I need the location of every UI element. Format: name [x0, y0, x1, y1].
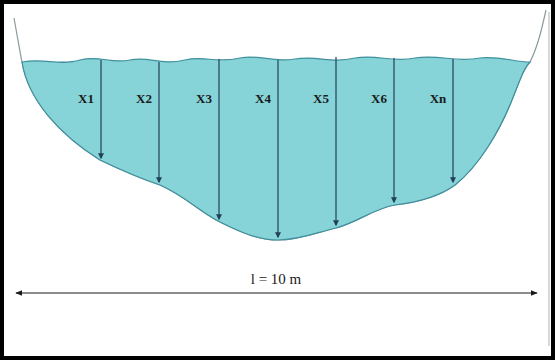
water-area	[22, 57, 530, 240]
depth-line	[452, 59, 453, 182]
dimension-label: l = 10 m	[248, 272, 305, 287]
section-label: X1	[78, 92, 94, 105]
depth-line	[393, 58, 394, 202]
section-label: X4	[255, 92, 271, 105]
river-bank	[14, 10, 546, 240]
depth-line	[158, 62, 159, 182]
section-label: Xn	[430, 92, 447, 105]
dimension-line	[16, 292, 537, 293]
depth-line	[277, 60, 278, 237]
depth-line	[100, 60, 101, 158]
section-label: X2	[136, 92, 152, 105]
depth-line	[218, 59, 219, 219]
depth-verticals	[101, 57, 453, 237]
section-label: X3	[196, 92, 212, 105]
extension-line	[549, 12, 550, 346]
depth-line	[335, 57, 336, 225]
section-label: X5	[313, 92, 329, 105]
section-label: X6	[371, 92, 387, 105]
